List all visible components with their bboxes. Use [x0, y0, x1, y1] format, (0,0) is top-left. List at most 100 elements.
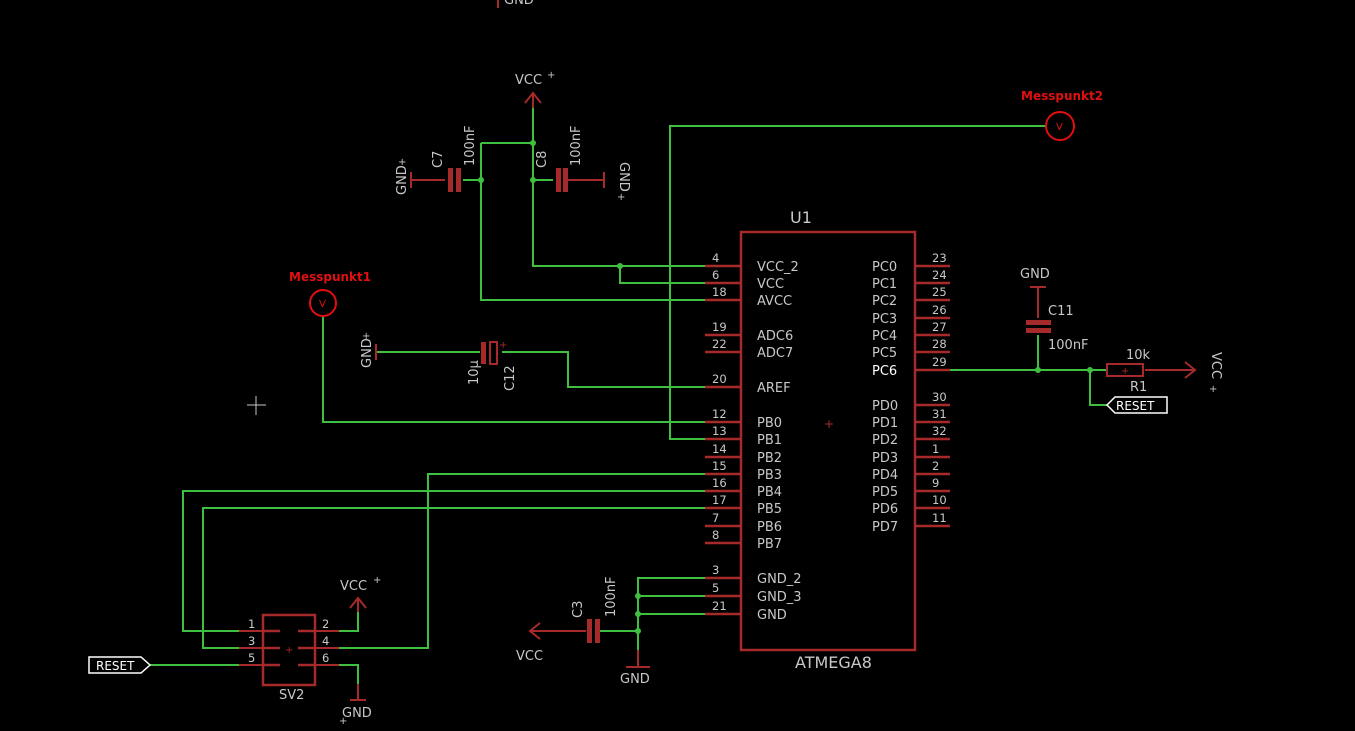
sv2-pin-6: 6: [322, 651, 329, 665]
pin-number: 22: [712, 337, 727, 351]
vcc-top[interactable]: VCC +: [515, 70, 555, 108]
r1-value: 10k: [1126, 348, 1151, 363]
vcc-sv2-plus: +: [373, 575, 381, 586]
sv2-pin-4: 4: [322, 634, 329, 648]
pin-number: 26: [932, 303, 947, 317]
gnd-c8[interactable]: GND +: [568, 162, 631, 203]
pin-name: GND: [757, 608, 787, 623]
junction: [635, 611, 641, 617]
c12-plus: +: [499, 340, 507, 351]
vcc-top-plus: +: [547, 70, 555, 81]
gnd-c3[interactable]: GND: [620, 650, 650, 687]
c11-plate2: [1026, 328, 1051, 333]
pin-name: PC4: [872, 329, 897, 344]
vcc-sv2[interactable]: VCC +: [340, 575, 381, 612]
resistor-r1[interactable]: + 10k R1: [1106, 348, 1151, 395]
capacitor-c11[interactable]: C11 100nF: [1026, 304, 1089, 353]
probe-messpunkt2[interactable]: Messpunkt2 V: [1021, 89, 1103, 141]
sv2-body: [261, 613, 317, 687]
capacitor-c3[interactable]: C3 100nF: [571, 576, 619, 643]
vcc-c3[interactable]: VCC: [516, 622, 586, 664]
reset-label-left[interactable]: RESET: [88, 656, 152, 674]
vcc-c3-label: VCC: [516, 649, 543, 664]
header-sv2[interactable]: + 1 3 5 2 4 6 SV2: [239, 613, 339, 703]
pin-name: PB0: [757, 416, 782, 431]
gnd-c12[interactable]: GND +: [360, 331, 377, 368]
pin-name: PD6: [872, 502, 898, 517]
gnd-c7[interactable]: GND +: [395, 157, 445, 195]
gnd-c11[interactable]: GND: [1020, 267, 1050, 318]
pin-number: 1: [932, 442, 939, 456]
wire-vcc: [619, 266, 705, 284]
pin-name: PC3: [872, 312, 897, 327]
pin-name: PB4: [757, 485, 782, 500]
vcc-r1[interactable]: VCC +: [1145, 352, 1223, 395]
pin-number: 13: [712, 424, 727, 438]
c12-plate2: [489, 341, 498, 365]
probe-messpunkt1[interactable]: Messpunkt1 V: [289, 270, 371, 317]
c7-value: 100nF: [463, 125, 478, 166]
probe1-symbol: V: [319, 299, 326, 310]
junction: [530, 177, 536, 183]
gnd-sv2-plus: +: [339, 716, 347, 727]
reset-label-right[interactable]: RESET: [1105, 396, 1168, 414]
capacitor-c7[interactable]: C7 100nF: [431, 125, 478, 192]
wires: [150, 100, 1107, 700]
capacitor-c8[interactable]: C8 100nF: [535, 125, 584, 192]
probe2-label: Messpunkt2: [1021, 89, 1103, 103]
pin-number: 32: [932, 424, 947, 438]
pin-number: 9: [932, 476, 939, 490]
capacitor-c12[interactable]: + 10µ C12: [467, 340, 518, 391]
ic-u1[interactable]: U1 ATMEGA8 + 4VCC_26VCC18AVCC19ADC622ADC…: [705, 208, 950, 672]
gnd-sv2[interactable]: GND +: [339, 684, 372, 727]
pin-number: 23: [932, 251, 947, 265]
c7-name: C7: [431, 151, 446, 168]
r1-name: R1: [1130, 380, 1147, 395]
pin-name: AREF: [757, 381, 791, 396]
pin-name: PB5: [757, 502, 782, 517]
vcc-top-label: VCC: [515, 73, 542, 88]
pin-number: 15: [712, 459, 727, 473]
c11-value: 100nF: [1048, 338, 1089, 353]
c3-name: C3: [571, 601, 586, 618]
junctions: [478, 140, 1093, 634]
wire-pb0-probe1: [322, 317, 705, 423]
gnd-top-label: GND: [504, 0, 534, 8]
junction: [1035, 367, 1041, 373]
pin-number: 30: [932, 390, 947, 404]
